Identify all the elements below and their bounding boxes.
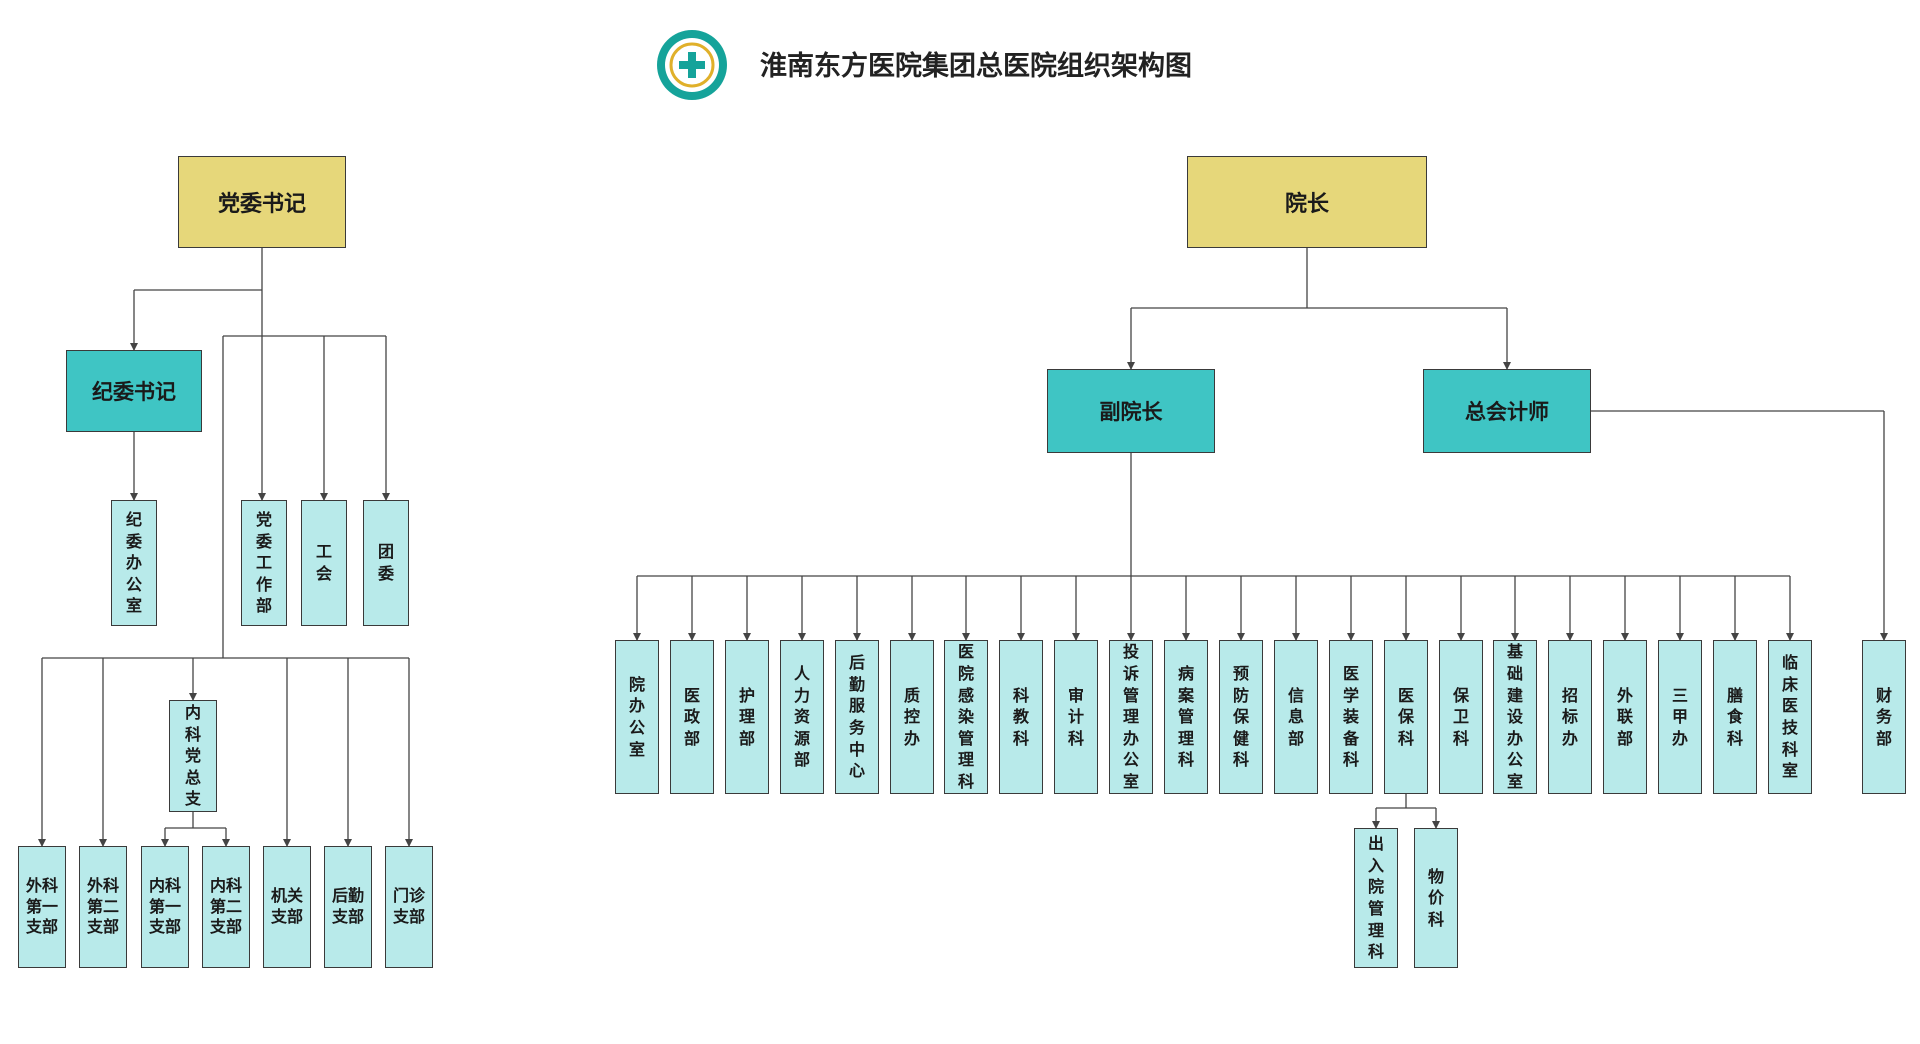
node-label: 内科党总支 <box>184 703 201 809</box>
node-label: 团委 <box>377 542 394 583</box>
node-label: 总会计师 <box>1465 400 1549 424</box>
node-surgery-branch-2: 外科第二支部 <box>79 846 127 968</box>
node-label: 保卫科 <box>1452 685 1469 748</box>
node-label: 党委书记 <box>217 192 306 217</box>
node-dept-5: 质控办 <box>890 640 934 794</box>
node-vice-president: 副院长 <box>1047 369 1215 453</box>
node-label: 病案管理科 <box>1177 664 1194 770</box>
node-label: 内科第二支部 <box>209 875 242 937</box>
node-label: 外科第一支部 <box>25 875 58 937</box>
node-president: 院长 <box>1187 156 1427 248</box>
node-label: 院长 <box>1284 192 1329 217</box>
node-dept-16: 基础建设办公室 <box>1493 640 1537 794</box>
node-dept-10: 病案管理科 <box>1164 640 1208 794</box>
node-office-branch: 机关支部 <box>263 846 311 968</box>
node-dept-6: 医院感染管理科 <box>944 640 988 794</box>
node-dept-9: 投诉管理办公室 <box>1109 640 1153 794</box>
node-dept-12: 信息部 <box>1274 640 1318 794</box>
node-label: 医保科 <box>1397 685 1414 748</box>
node-dept-17: 招标办 <box>1548 640 1592 794</box>
node-label: 副院长 <box>1099 400 1163 424</box>
node-dept-3: 人力资源部 <box>780 640 824 794</box>
node-label: 后勤支部 <box>331 886 364 926</box>
node-label: 医政部 <box>683 685 700 748</box>
node-label: 纪委办公室 <box>125 510 142 616</box>
node-dept-20: 膳食科 <box>1713 640 1757 794</box>
node-chief-accountant: 总会计师 <box>1423 369 1591 453</box>
node-label: 外联部 <box>1616 685 1633 748</box>
node-label: 投诉管理办公室 <box>1122 642 1139 791</box>
node-dept-21: 临床医技科室 <box>1768 640 1812 794</box>
node-label: 信息部 <box>1287 685 1304 748</box>
node-label: 党委工作部 <box>255 510 272 616</box>
node-label: 出入院管理科 <box>1367 834 1384 962</box>
node-dept-13: 医学装备科 <box>1329 640 1373 794</box>
node-label: 审计科 <box>1067 685 1084 748</box>
node-party-work-dept: 党委工作部 <box>241 500 287 626</box>
node-finance: 财务部 <box>1862 640 1906 794</box>
node-outpatient-branch: 门诊支部 <box>385 846 433 968</box>
node-dept-18: 外联部 <box>1603 640 1647 794</box>
node-dept-19: 三甲办 <box>1658 640 1702 794</box>
node-dept-11: 预防保健科 <box>1219 640 1263 794</box>
node-discipline-office: 纪委办公室 <box>111 500 157 626</box>
node-medicine-general-branch: 内科党总支 <box>169 700 217 812</box>
node-label: 质控办 <box>903 685 920 748</box>
node-medicine-branch-1: 内科第一支部 <box>141 846 189 968</box>
node-youth-league: 团委 <box>363 500 409 626</box>
node-label: 临床医技科室 <box>1781 653 1798 781</box>
node-label: 工会 <box>315 542 332 583</box>
node-label: 医院感染管理科 <box>957 642 974 791</box>
node-label: 膳食科 <box>1726 685 1743 748</box>
node-labor-union: 工会 <box>301 500 347 626</box>
node-label: 人力资源部 <box>793 664 810 770</box>
node-label: 医学装备科 <box>1342 664 1359 770</box>
node-label: 机关支部 <box>270 886 303 926</box>
node-label: 科教科 <box>1012 685 1029 748</box>
node-dept-4: 后勤服务中心 <box>835 640 879 794</box>
node-label: 后勤服务中心 <box>848 653 865 781</box>
node-label: 纪委书记 <box>92 380 176 404</box>
node-dept-1: 医政部 <box>670 640 714 794</box>
hospital-emblem-icon <box>657 30 727 100</box>
node-discipline-secretary: 纪委书记 <box>66 350 202 432</box>
node-label: 护理部 <box>738 685 755 748</box>
node-label: 三甲办 <box>1671 685 1688 748</box>
node-label: 财务部 <box>1875 685 1892 748</box>
node-dept-15: 保卫科 <box>1439 640 1483 794</box>
node-pricing: 物价科 <box>1414 828 1458 968</box>
node-admission-management: 出入院管理科 <box>1354 828 1398 968</box>
node-surgery-branch-1: 外科第一支部 <box>18 846 66 968</box>
node-label: 外科第二支部 <box>86 875 119 937</box>
node-medicine-branch-2: 内科第二支部 <box>202 846 250 968</box>
hospital-logo <box>655 28 729 102</box>
node-label: 物价科 <box>1427 866 1444 929</box>
node-label: 预防保健科 <box>1232 664 1249 770</box>
node-dept-7: 科教科 <box>999 640 1043 794</box>
node-label: 招标办 <box>1561 685 1578 748</box>
node-logistics-branch: 后勤支部 <box>324 846 372 968</box>
node-dept-0: 院办公室 <box>615 640 659 794</box>
node-party-secretary: 党委书记 <box>178 156 346 248</box>
node-dept-2: 护理部 <box>725 640 769 794</box>
node-label: 院办公室 <box>628 674 645 759</box>
node-label: 门诊支部 <box>392 886 425 926</box>
node-dept-8: 审计科 <box>1054 640 1098 794</box>
page-title: 淮南东方医院集团总医院组织架构图 <box>760 51 1192 82</box>
node-dept-14: 医保科 <box>1384 640 1428 794</box>
node-label: 内科第一支部 <box>148 875 181 937</box>
node-label: 基础建设办公室 <box>1506 642 1523 791</box>
